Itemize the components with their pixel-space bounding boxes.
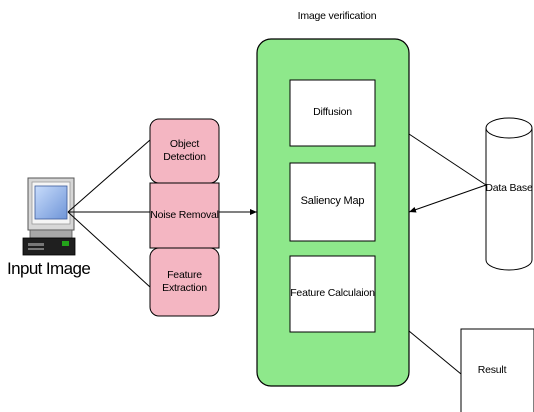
saliency-map-box — [289, 162, 376, 242]
verification-to-result-line — [408, 330, 462, 375]
verification-to-database-line — [408, 133, 487, 186]
result-box — [460, 328, 534, 412]
object-detection-label: Object Detection — [163, 137, 206, 163]
diffusion-box — [289, 79, 376, 147]
noise-removal-label: Noise Removal — [150, 208, 219, 221]
feature-calculation-box — [289, 255, 376, 333]
feature-calculation-label: Feature Calculaion — [290, 287, 375, 300]
diffusion-label: Diffusion — [313, 106, 352, 119]
result-label: Result — [477, 364, 507, 377]
input-image-label: Input Image — [7, 259, 91, 279]
noise-removal-box — [149, 182, 220, 249]
diagram-title: Image verification — [297, 10, 377, 23]
preprocessing-stack — [149, 118, 220, 317]
input-connectors — [67, 139, 151, 288]
database-cylinder-icon — [485, 117, 533, 271]
database-label: Data Base — [485, 182, 533, 195]
computer-icon — [22, 177, 76, 256]
database-to-verification-arrow — [408, 184, 487, 213]
feature-extraction-label: Feature Extraction — [162, 268, 207, 294]
saliency-map-label: Saliency Map — [300, 195, 365, 208]
